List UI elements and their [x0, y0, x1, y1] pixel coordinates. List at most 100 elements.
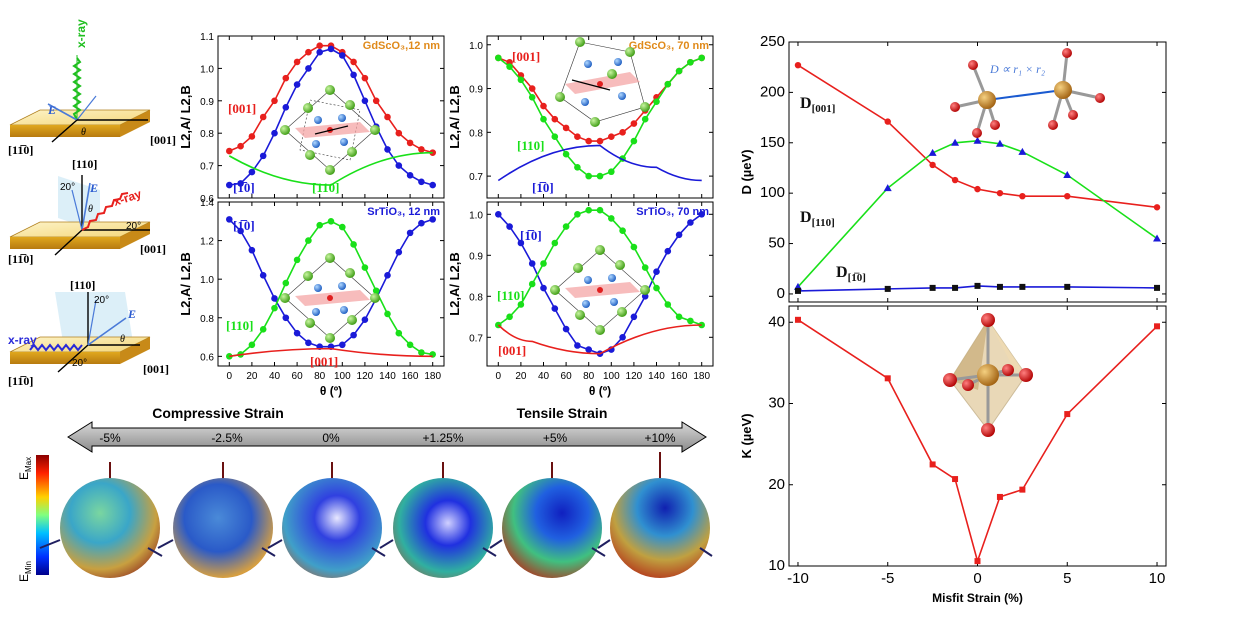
data-marker: [293, 329, 301, 337]
plot-frame: [217, 35, 445, 199]
data-marker: [1064, 192, 1071, 200]
series-label: D[001]: [800, 95, 835, 115]
theta-label-3: θ: [120, 334, 125, 345]
data-marker: [974, 558, 981, 565]
data-marker: [282, 103, 290, 111]
xray-label-3: x-ray: [8, 333, 37, 347]
series-line: [229, 48, 433, 186]
data-marker: [293, 58, 301, 66]
data-marker: [316, 48, 324, 56]
x-tick-label: 10: [1149, 570, 1166, 587]
x-tick-label: 5: [1063, 570, 1071, 587]
data-marker: [974, 282, 981, 289]
y-tick-label: 1.0: [469, 210, 483, 221]
series-label: [110]: [226, 318, 253, 333]
data-marker: [350, 331, 357, 339]
angle-label-3a: 20°: [94, 295, 109, 306]
data-marker: [653, 268, 660, 276]
chart-title: GdScO₃, 70 nm: [629, 40, 709, 52]
series-line: [797, 139, 1158, 288]
energy-sphere-minus5: [39, 462, 163, 578]
data-marker: [562, 124, 570, 132]
data-marker: [282, 279, 290, 287]
data-marker: [952, 284, 959, 291]
y-tick-label: 0.6: [200, 352, 214, 363]
series-line: [228, 151, 433, 186]
data-marker: [574, 164, 581, 171]
data-marker: [506, 223, 513, 230]
series-label-main: D: [800, 95, 812, 112]
data-marker: [528, 260, 536, 267]
data-marker: [305, 65, 312, 72]
x-tick-label: 0: [227, 371, 233, 382]
data-marker: [574, 342, 581, 349]
data-marker: [226, 353, 233, 360]
data-marker: [653, 98, 660, 105]
data-marker: [974, 185, 981, 193]
data-marker: [316, 42, 324, 50]
data-marker: [361, 74, 369, 82]
strain-tick-3: +1.25%: [422, 431, 463, 445]
data-marker: [641, 264, 649, 271]
data-marker: [293, 256, 301, 264]
series-label-sub: [110]: [812, 217, 835, 229]
data-marker: [395, 129, 403, 137]
tensile-strain-label: Tensile Strain: [517, 405, 608, 421]
data-marker: [406, 139, 414, 147]
series-line: [497, 144, 702, 182]
y-tick-label: 0.7: [469, 172, 483, 183]
data-marker: [271, 295, 278, 302]
data-marker: [406, 229, 414, 237]
data-marker: [1019, 283, 1026, 290]
data-marker: [316, 221, 324, 229]
x-tick-label: -5: [881, 570, 894, 587]
data-marker: [551, 115, 559, 123]
y-axis-label: L2,A/ L2,B: [178, 85, 193, 149]
data-marker: [562, 223, 570, 230]
data-marker: [528, 85, 536, 92]
data-marker: [619, 227, 626, 234]
data-marker: [248, 246, 256, 254]
data-marker: [630, 313, 638, 321]
x-tick-label: 80: [314, 371, 326, 382]
colorbar-min-label: EMin: [17, 561, 33, 582]
data-marker: [406, 172, 414, 179]
unit-cell-inset-gso12: [280, 85, 380, 175]
axis-1m10-label-2: [11̅0]: [8, 252, 33, 266]
data-marker: [1154, 284, 1161, 291]
data-marker: [271, 304, 278, 312]
data-marker: [929, 161, 936, 169]
plot-frame: [788, 41, 1167, 303]
data-marker: [608, 215, 615, 222]
data-marker: [794, 287, 801, 294]
data-marker: [664, 301, 672, 308]
series-label: [110]: [312, 180, 339, 195]
series-label: [001]: [512, 49, 540, 64]
energy-colorbar: EMax EMin: [17, 455, 49, 582]
data-marker: [395, 162, 403, 169]
data-marker: [996, 493, 1003, 500]
data-marker: [596, 172, 604, 180]
y-tick-label: 0.9: [200, 97, 214, 108]
y-tick-label: 1.1: [200, 32, 214, 43]
data-marker: [282, 314, 290, 322]
x-axis-label: Misfit Strain (%): [932, 591, 1023, 605]
theta-label-1: θ: [81, 127, 86, 138]
data-marker: [237, 142, 244, 150]
data-marker: [1154, 323, 1161, 330]
data-marker: [350, 58, 357, 66]
series-label-sub: [001]: [812, 103, 836, 115]
data-marker: [884, 118, 891, 125]
x-tick-label: 140: [648, 371, 665, 382]
series-label: [110]: [497, 288, 524, 303]
data-marker: [562, 325, 570, 333]
x-axis-label: θ (º): [589, 384, 611, 398]
series-line: [498, 57, 702, 142]
series-label: [1̅0]: [233, 218, 255, 233]
y-tick-label: 1.0: [469, 41, 483, 52]
e-label-1: E: [47, 103, 56, 117]
angle-label-3b: 20°: [72, 358, 87, 369]
x-tick-label: 160: [671, 371, 688, 382]
data-marker: [1153, 204, 1161, 211]
